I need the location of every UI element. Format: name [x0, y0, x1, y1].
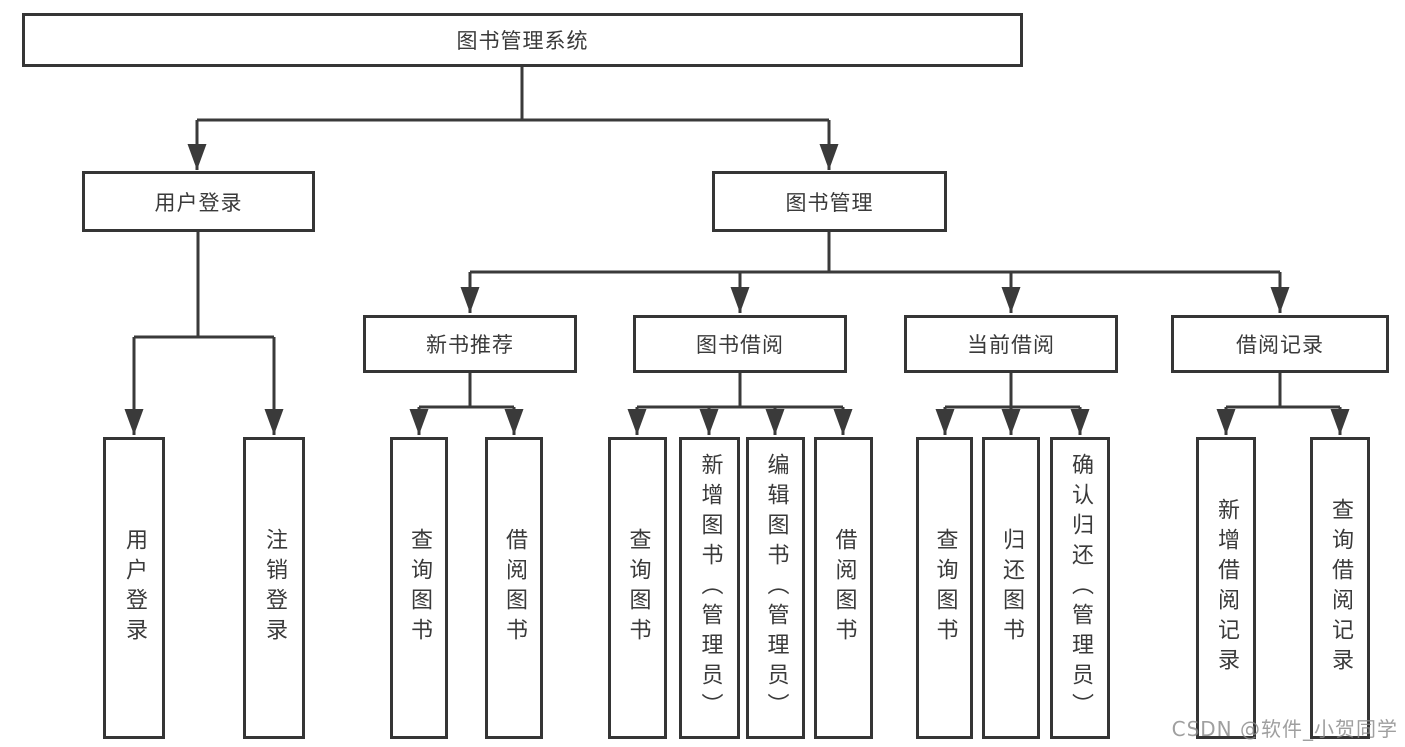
leaf-query-borrow-record: 查询借阅记录 [1310, 437, 1370, 739]
node-root: 图书管理系统 [22, 13, 1023, 67]
leaf-edit-book-admin: 编辑图书（管理员） [746, 437, 805, 739]
leaf-borrow-book: 借阅图书 [814, 437, 873, 739]
leaf-query-book-current-label: 查询图书 [932, 528, 958, 648]
leaf-query-book-recommend: 查询图书 [390, 437, 448, 739]
node-borrow-records: 借阅记录 [1171, 315, 1389, 373]
node-new-book-recommend: 新书推荐 [363, 315, 577, 373]
leaf-logout-label: 注销登录 [262, 528, 287, 648]
node-borrow-records-label: 借阅记录 [1236, 333, 1324, 357]
leaf-logout: 注销登录 [243, 437, 305, 739]
node-current-borrow-label: 当前借阅 [967, 333, 1055, 357]
node-book-borrow-label: 图书借阅 [696, 333, 784, 357]
leaf-confirm-return-admin-label: 确认归还（管理员） [1068, 453, 1093, 723]
leaf-confirm-return-admin: 确认归还（管理员） [1050, 437, 1110, 739]
leaf-borrow-book-recommend-label: 借阅图书 [502, 528, 527, 648]
csdn-watermark: CSDN @软件_小贺同学 [1171, 717, 1398, 741]
leaf-user-login-label: 用户登录 [122, 528, 147, 648]
node-root-label: 图书管理系统 [456, 29, 589, 53]
leaf-borrow-book-label: 借阅图书 [831, 528, 857, 648]
leaf-return-book: 归还图书 [982, 437, 1040, 739]
leaf-add-book-admin-label: 新增图书（管理员） [697, 453, 723, 723]
leaf-return-book-label: 归还图书 [999, 528, 1024, 648]
leaf-query-book-recommend-label: 查询图书 [407, 528, 432, 648]
leaf-borrow-book-recommend: 借阅图书 [485, 437, 543, 739]
leaf-add-borrow-record: 新增借阅记录 [1196, 437, 1256, 739]
leaf-edit-book-admin-label: 编辑图书（管理员） [763, 453, 789, 723]
node-new-book-recommend-label: 新书推荐 [426, 333, 514, 357]
leaf-add-book-admin: 新增图书（管理员） [679, 437, 740, 739]
leaf-user-login: 用户登录 [103, 437, 165, 739]
leaf-query-borrow-record-label: 查询借阅记录 [1328, 498, 1353, 678]
node-user-login: 用户登录 [82, 171, 315, 232]
leaf-query-book-borrow-label: 查询图书 [625, 528, 651, 648]
node-book-borrow: 图书借阅 [633, 315, 847, 373]
node-current-borrow: 当前借阅 [904, 315, 1118, 373]
leaf-add-borrow-record-label: 新增借阅记录 [1214, 498, 1239, 678]
node-user-login-label: 用户登录 [154, 190, 243, 215]
leaf-query-book-borrow: 查询图书 [608, 437, 667, 739]
node-book-management-label: 图书管理 [785, 190, 874, 215]
leaf-query-book-current: 查询图书 [916, 437, 973, 739]
node-book-management: 图书管理 [712, 171, 947, 232]
